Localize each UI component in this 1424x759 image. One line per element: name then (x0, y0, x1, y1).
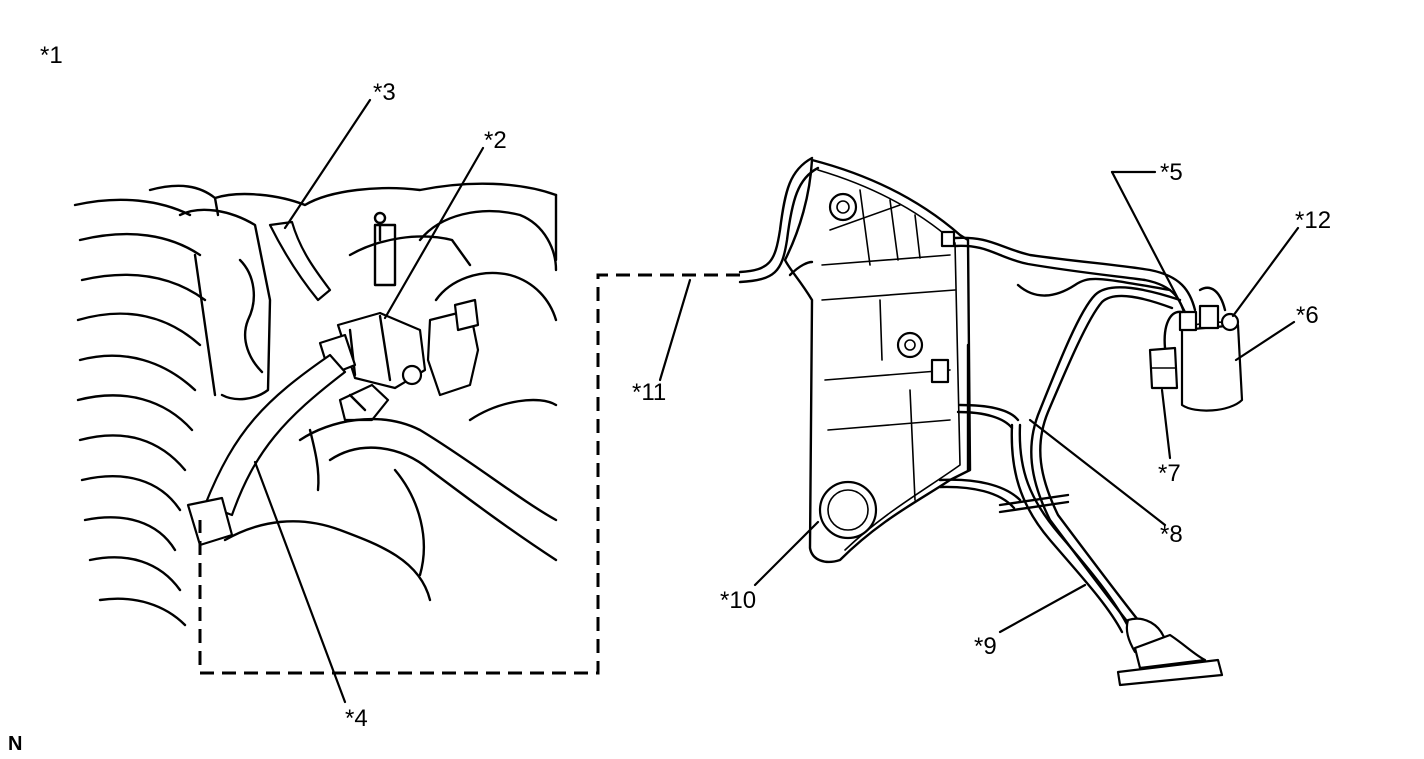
corner-mark: N (8, 733, 22, 755)
label-4: *4 (345, 705, 368, 732)
leader-6 (1234, 320, 1296, 362)
label-2: *2 (484, 127, 507, 154)
label-6: *6 (1296, 302, 1319, 329)
label-11: *11 (632, 379, 666, 406)
leader-4 (253, 460, 347, 704)
ribbed-hoses (73, 198, 207, 627)
label-8: *8 (1160, 521, 1183, 548)
fuel-tank-illustration (738, 156, 1244, 687)
engine-bay-illustration (73, 182, 740, 675)
leader-2 (383, 146, 485, 320)
label-12: *12 (1295, 207, 1331, 234)
label-10: *10 (720, 587, 756, 614)
leader-5b (1110, 170, 1187, 314)
leader-12 (1231, 226, 1300, 318)
label-9: *9 (974, 633, 997, 660)
leader-7 (1160, 388, 1172, 460)
leader-10 (753, 520, 820, 587)
leader-8 (1028, 418, 1167, 527)
leader-lines (253, 98, 1300, 704)
label-5: *5 (1160, 159, 1183, 186)
label-3: *3 (373, 79, 396, 106)
label-1: *1 (40, 42, 63, 69)
detail-frame (198, 273, 740, 675)
leader-9 (998, 583, 1087, 634)
leader-11 (658, 278, 692, 382)
label-7: *7 (1158, 460, 1181, 487)
labels: *1 *2 *3 *4 *5 *6 *7 *8 *9 *10 *11 *12 N (8, 42, 1331, 755)
leader-3 (283, 98, 372, 230)
